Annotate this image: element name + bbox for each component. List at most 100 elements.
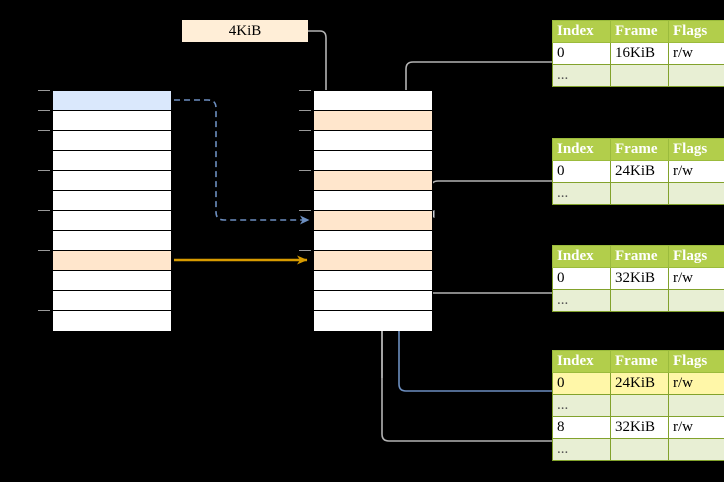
virtual-address-space-row-7	[53, 231, 171, 251]
page-table-1-r0-flags[interactable]: r/w	[668, 42, 724, 65]
virtual-address-space-row-9	[53, 271, 171, 291]
virtual-address-space-row-6	[53, 211, 171, 231]
virtual-address-space-row-5	[53, 191, 171, 211]
virtual-address-space-row-1	[53, 111, 171, 131]
page-table-2-r0-frame[interactable]: 24KiB	[610, 160, 669, 183]
page-table-4-r1-frame[interactable]	[610, 394, 669, 417]
virtual-address-space-tick-11	[38, 310, 50, 311]
page-table-4-r0-frame[interactable]: 24KiB	[610, 372, 669, 395]
page-table-4-r2-frame[interactable]: 32KiB	[610, 416, 669, 439]
page-table-2-row[interactable]: ...	[552, 182, 724, 205]
page-size-label: 4KiB	[182, 20, 308, 42]
virtual-address-space-row-3	[53, 151, 171, 171]
virtual-address-space-row-0	[53, 91, 171, 111]
page-table-2-header-flags: Flags	[668, 138, 724, 161]
page-table-1-r1-flags[interactable]	[668, 64, 724, 87]
page-table-2-r0-flags[interactable]: r/w	[668, 160, 724, 183]
page-table-2-r1-flags[interactable]	[668, 182, 724, 205]
page-table-1-header-frame: Frame	[610, 20, 669, 43]
virtual-address-space-row-11	[53, 311, 171, 331]
physical-memory-tick-8	[299, 250, 311, 251]
virtual-address-space-row-4	[53, 171, 171, 191]
page-table-3-r1-frame[interactable]	[610, 289, 669, 312]
page-table-1-header-flags: Flags	[668, 20, 724, 43]
page-table-2-r1-frame[interactable]	[610, 182, 669, 205]
physical-memory-tick-1	[299, 110, 311, 111]
virtual-address-space-tick-8	[38, 250, 50, 251]
page-table-1-r0-index[interactable]: 0	[552, 42, 611, 65]
page-table-4-header-index: Index	[552, 350, 611, 373]
physical-memory-row-11	[314, 311, 432, 331]
physical-memory-row-9	[314, 271, 432, 291]
physical-memory-row-0	[314, 91, 432, 111]
page-table-2-r0-index[interactable]: 0	[552, 160, 611, 183]
physical-memory-stack	[313, 90, 433, 331]
page-table-3-r0-index[interactable]: 0	[552, 267, 611, 290]
virtual-address-space-row-8	[53, 251, 171, 271]
physical-memory-row-7	[314, 231, 432, 251]
page-table-2-header-frame: Frame	[610, 138, 669, 161]
page-table-3-r1-flags[interactable]	[668, 289, 724, 312]
page-table-1-row[interactable]: ...	[552, 64, 724, 87]
page-table-3-header-frame: Frame	[610, 245, 669, 268]
virtual-address-space-tick-4	[38, 170, 50, 171]
physical-memory-row-8	[314, 251, 432, 271]
physical-memory-row-3	[314, 151, 432, 171]
page-table-4-r1-index[interactable]: ...	[552, 394, 611, 417]
physical-memory-row-2	[314, 131, 432, 151]
page-table-4-row[interactable]: ...	[552, 394, 724, 417]
wire-vaddr-to-frame-dashed	[174, 99, 310, 225]
page-table-3-row[interactable]: ...	[552, 289, 724, 312]
physical-memory-tick-0	[299, 90, 311, 91]
physical-memory-row-4	[314, 171, 432, 191]
page-table-4-r3-frame[interactable]	[610, 438, 669, 461]
physical-memory-row-1	[314, 111, 432, 131]
page-table-3-header-flags: Flags	[668, 245, 724, 268]
page-table-1-r1-frame[interactable]	[610, 64, 669, 87]
wire-table2-to-frame	[427, 180, 552, 218]
physical-memory-row-5	[314, 191, 432, 211]
page-table-1-r1-index[interactable]: ...	[552, 64, 611, 87]
page-table-4-r1-flags[interactable]	[668, 394, 724, 417]
page-table-4-row[interactable]: ...	[552, 438, 724, 461]
page-table-4-r2-flags[interactable]: r/w	[668, 416, 724, 439]
virtual-address-space-stack	[52, 90, 172, 331]
page-table-4-r3-index[interactable]: ...	[552, 438, 611, 461]
virtual-address-space-tick-2	[38, 130, 50, 131]
page-table-4-header-frame: Frame	[610, 350, 669, 373]
page-table-2-header-index: Index	[552, 138, 611, 161]
physical-memory-tick-4	[299, 170, 311, 171]
physical-memory-tick-2	[299, 130, 311, 131]
physical-memory-row-6	[314, 211, 432, 231]
page-table-4-r0-flags[interactable]: r/w	[668, 372, 724, 395]
physical-memory-row-10	[314, 291, 432, 311]
page-table-1-header-index: Index	[552, 20, 611, 43]
physical-memory-tick-6	[299, 210, 311, 211]
page-table-4-r0-index[interactable]: 0	[552, 372, 611, 395]
page-table-3-r1-index[interactable]: ...	[552, 289, 611, 312]
page-table-2-r1-index[interactable]: ...	[552, 182, 611, 205]
page-table-3-r0-flags[interactable]: r/w	[668, 267, 724, 290]
page-table-3-header-index: Index	[552, 245, 611, 268]
page-table-3-r0-frame[interactable]: 32KiB	[610, 267, 669, 290]
page-table-4-r2-index[interactable]: 8	[552, 416, 611, 439]
page-table-4-r3-flags[interactable]	[668, 438, 724, 461]
virtual-address-space-tick-1	[38, 110, 50, 111]
virtual-address-space-tick-0	[38, 90, 50, 91]
page-table-4-header-flags: Flags	[668, 350, 724, 373]
page-table-1-r0-frame[interactable]: 16KiB	[610, 42, 669, 65]
